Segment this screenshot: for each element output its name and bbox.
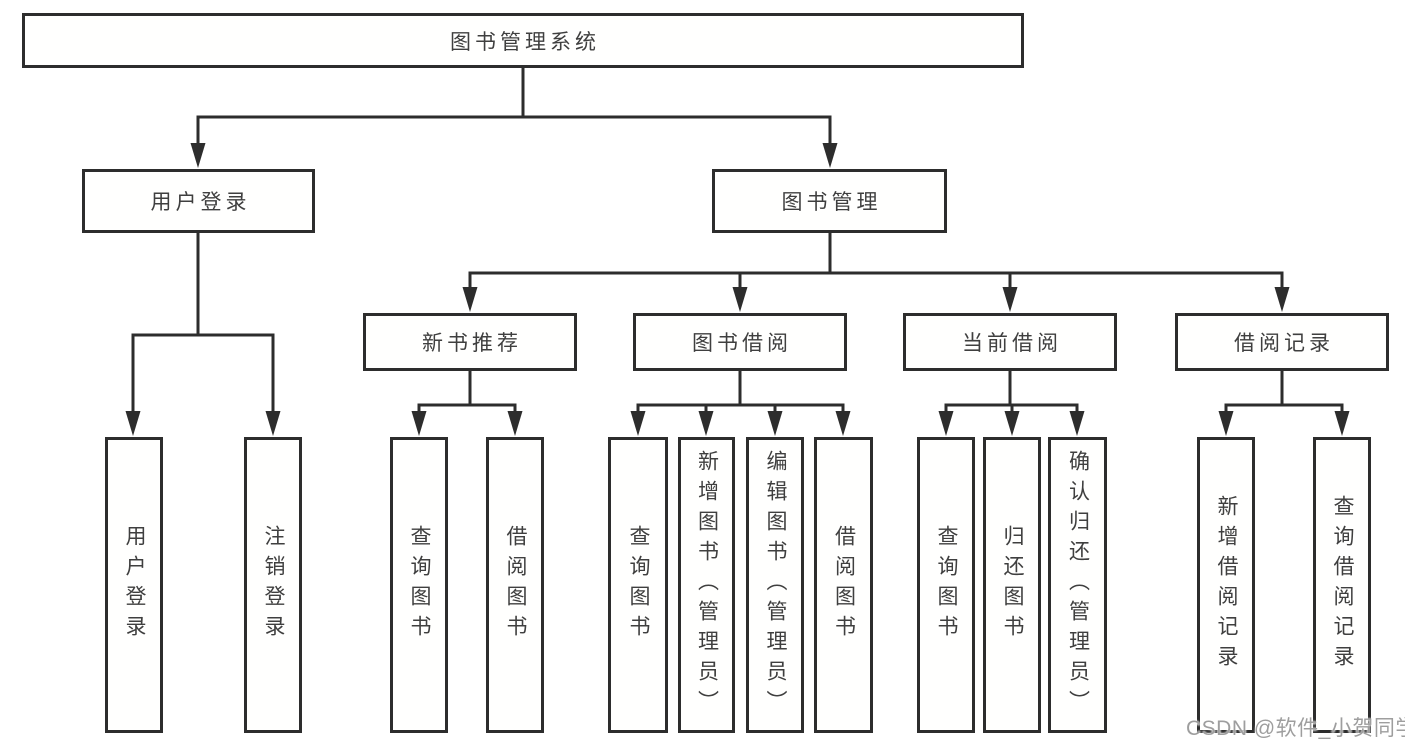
- leaf-query-books-borrow: 查询图书: [608, 437, 668, 733]
- arrow-down-icon: [1069, 411, 1085, 436]
- node-label: 查询借阅记录: [1331, 495, 1355, 675]
- node-label: 用户登录: [150, 191, 251, 214]
- leaf-edit-books-admin: 编辑图书（管理员）: [746, 437, 804, 733]
- leaf-return-books: 归还图书: [983, 437, 1041, 733]
- leaf-confirm-return-admin: 确认归还（管理员）: [1048, 437, 1107, 733]
- node-label: 当前借阅: [962, 332, 1062, 355]
- leaf-borrow-books-recommend: 借阅图书: [486, 437, 544, 733]
- leaf-query-books-current: 查询图书: [917, 437, 975, 733]
- node-book-management: 图书管理: [712, 169, 947, 233]
- node-label: 确认归还（管理员）: [1066, 450, 1090, 720]
- node-label: 借阅图书: [832, 525, 856, 645]
- leaf-query-books-recommend: 查询图书: [390, 437, 448, 733]
- arrow-down-icon: [265, 411, 281, 436]
- node-book-borrow: 图书借阅: [633, 313, 847, 371]
- node-label: 编辑图书（管理员）: [764, 450, 788, 720]
- node-label: 新增借阅记录: [1215, 495, 1239, 675]
- node-current-borrow: 当前借阅: [903, 313, 1117, 371]
- node-label: 查询图书: [935, 525, 959, 645]
- arrow-down-icon: [507, 411, 523, 436]
- arrow-down-icon: [1002, 287, 1018, 312]
- node-label: 查询图书: [627, 525, 651, 645]
- node-label: 图书借阅: [692, 332, 792, 355]
- node-borrow-records: 借阅记录: [1175, 313, 1389, 371]
- node-label: 查询图书: [408, 525, 432, 645]
- node-label: 图书管理: [781, 191, 882, 214]
- arrow-down-icon: [462, 287, 478, 312]
- node-label: 新书推荐: [422, 332, 522, 355]
- leaf-logout: 注销登录: [244, 437, 302, 733]
- leaf-add-borrow-record: 新增借阅记录: [1197, 437, 1255, 733]
- node-label: 注销登录: [262, 525, 286, 645]
- leaf-query-borrow-record: 查询借阅记录: [1313, 437, 1371, 733]
- arrow-down-icon: [767, 411, 783, 436]
- node-label: 图书管理系统: [450, 30, 600, 54]
- arrow-down-icon: [1218, 411, 1234, 436]
- node-new-book-recommend: 新书推荐: [363, 313, 577, 371]
- arrow-down-icon: [411, 411, 427, 436]
- arrow-down-icon: [1004, 411, 1020, 436]
- node-label: 用户登录: [123, 525, 147, 645]
- leaf-user-login: 用户登录: [105, 437, 163, 733]
- arrow-down-icon: [822, 143, 838, 168]
- leaf-add-books-admin: 新增图书（管理员）: [678, 437, 735, 733]
- arrow-down-icon: [698, 411, 714, 436]
- arrow-down-icon: [835, 411, 851, 436]
- node-label: 新增图书（管理员）: [695, 450, 719, 720]
- csdn-watermark: CSDN @软件_小贺同学: [1186, 717, 1405, 740]
- arrow-down-icon: [125, 411, 141, 436]
- node-label: 归还图书: [1001, 525, 1025, 645]
- arrow-down-icon: [630, 411, 646, 436]
- arrow-down-icon: [938, 411, 954, 436]
- node-label: 借阅记录: [1234, 332, 1334, 355]
- node-library-system: 图书管理系统: [22, 13, 1024, 68]
- node-user-login: 用户登录: [82, 169, 315, 233]
- leaf-borrow-books: 借阅图书: [814, 437, 873, 733]
- arrow-down-icon: [1274, 287, 1290, 312]
- arrow-down-icon: [1334, 411, 1350, 436]
- arrow-down-icon: [190, 143, 206, 168]
- arrow-down-icon: [732, 287, 748, 312]
- node-label: 借阅图书: [504, 525, 528, 645]
